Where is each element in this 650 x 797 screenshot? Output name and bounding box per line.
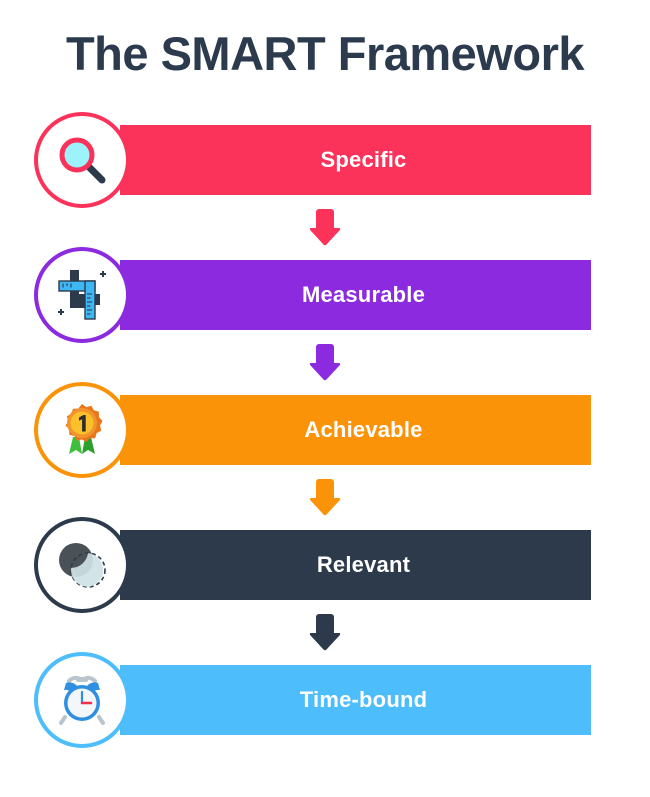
step-bar-measurable[interactable]: Measurable	[120, 260, 591, 330]
step-label-relevant: Relevant	[316, 552, 411, 577]
venn-diagram-icon	[51, 534, 113, 596]
step-bar-time-bound[interactable]: Time-bound	[120, 665, 591, 735]
steps-list: Specific Measurable	[0, 112, 650, 748]
magnifying-glass-icon	[51, 129, 113, 191]
step-label-time-bound: Time-bound	[299, 687, 428, 712]
ruler-icon	[51, 264, 113, 326]
step-bar-specific[interactable]: Specific	[120, 125, 591, 195]
step-badge-time-bound	[34, 652, 130, 748]
arrow-measurable-to-achievable	[0, 343, 650, 382]
step-bar-achievable[interactable]: Achievable	[120, 395, 591, 465]
award-medal-icon	[51, 399, 113, 461]
alarm-clock-icon	[51, 669, 113, 731]
page-title: The SMART Framework	[65, 27, 585, 80]
step-row-time-bound: Time-bound	[0, 652, 650, 748]
arrow-specific-to-measurable	[0, 208, 650, 247]
step-bar-relevant[interactable]: Relevant	[120, 530, 591, 600]
step-row-achievable: Achievable	[0, 382, 650, 478]
step-badge-specific	[34, 112, 130, 208]
step-row-specific: Specific	[0, 112, 650, 208]
arrow-achievable-to-relevant	[0, 478, 650, 517]
step-badge-relevant	[34, 517, 130, 613]
step-row-relevant: Relevant	[0, 517, 650, 613]
step-label-achievable: Achievable	[304, 417, 423, 442]
step-badge-achievable	[34, 382, 130, 478]
step-badge-measurable	[34, 247, 130, 343]
step-row-measurable: Measurable	[0, 247, 650, 343]
arrow-relevant-to-time-bound	[0, 613, 650, 652]
step-label-specific: Specific	[320, 147, 407, 172]
step-label-measurable: Measurable	[301, 282, 426, 307]
